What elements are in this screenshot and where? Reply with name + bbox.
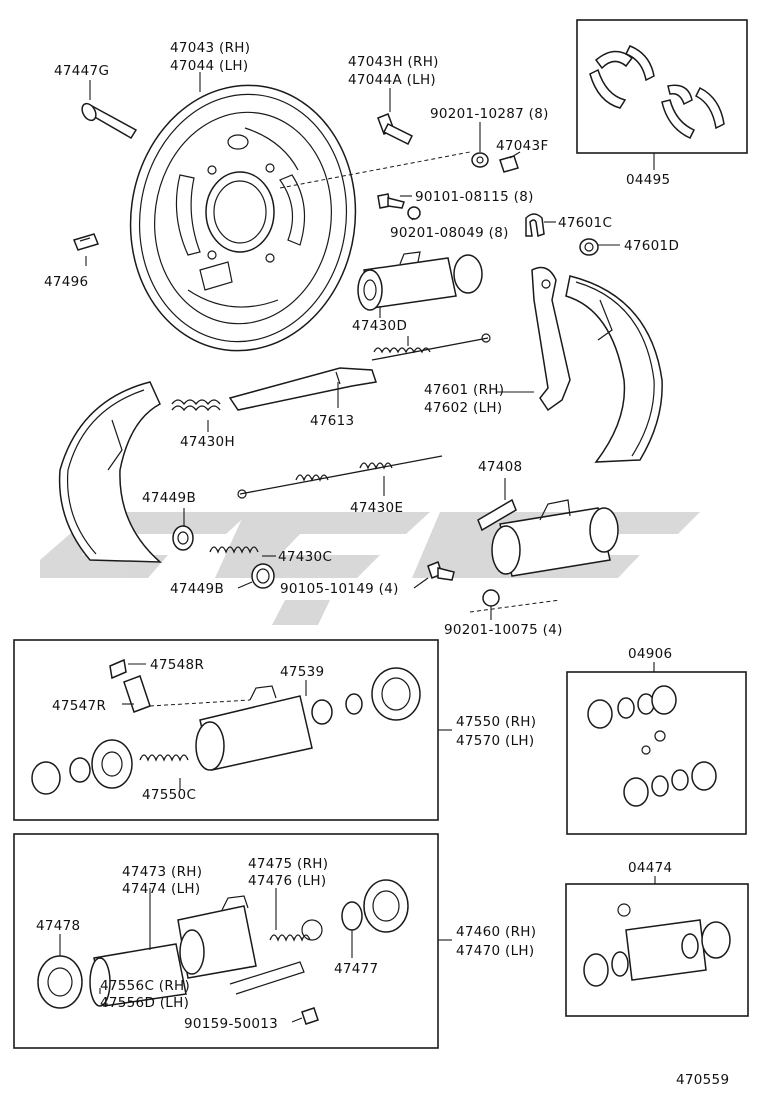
spring-upper [371,333,491,361]
label-47556C: 47556C (RH) [100,978,190,994]
adjuster-47613 [228,367,377,411]
label-47478: 47478 [36,918,80,934]
label-47602: 47602 (LH) [424,400,502,416]
label-47430C: 47430C [278,549,332,565]
label-47474: 47474 (LH) [122,881,200,897]
label-90159-50013: 90159-50013 [184,1016,278,1032]
label-47550: 47550 (RH) [456,714,536,730]
washer-90201-10287 [471,152,489,168]
spring-47430E [237,455,443,499]
bolt-90105-10149 [427,561,455,581]
label-90101-08115: 90101-08115 (8) [415,189,534,205]
washer-47601D [579,238,599,256]
label-47430D: 47430D [352,318,407,334]
label-90201-08049: 90201-08049 (8) [390,225,509,241]
label-47548R: 47548R [150,657,204,673]
label-47556D: 47556D (LH) [100,995,189,1011]
label-47044A: 47044A (LH) [348,72,436,88]
label-47477: 47477 [334,961,378,977]
label-47447G: 47447G [54,63,109,79]
clip-47601C [525,213,545,237]
spring-47430C [209,546,259,554]
label-90105-10149: 90105-10149 (4) [280,581,399,597]
bolt-90101-08115 [377,193,405,209]
brake-shoe-left [58,381,163,563]
box-47460 [13,833,439,1049]
kit-04906 [587,685,717,807]
label-47601C: 47601C [558,215,612,231]
label-90201-10075: 90201-10075 (4) [444,622,563,638]
label-47430H: 47430H [180,434,235,450]
diagram-code: 470559 [676,1072,729,1088]
label-47475: 47475 (RH) [248,856,328,872]
label-04474: 04474 [628,860,672,876]
bleeder-47408 [477,498,517,532]
label-47470: 47470 (LH) [456,943,534,959]
cup-47449B-lower [251,563,275,589]
brake-backing-plate [129,84,357,352]
bolt-47447G [81,102,138,140]
label-47449B-upper: 47449B [142,490,196,506]
label-47043H: 47043H (RH) [348,54,439,70]
shoe-set-04495 [589,45,725,139]
label-47449B-lower: 47449B [170,581,224,597]
cup-47449B-upper [172,525,194,551]
label-47601D: 47601D [624,238,679,254]
label-47043F: 47043F [496,138,549,154]
box-04474 [565,883,749,1017]
label-47601: 47601 (RH) [424,382,504,398]
label-47476: 47476 (LH) [248,873,326,889]
label-47044: 47044 (LH) [170,58,248,74]
label-47570: 47570 (LH) [456,733,534,749]
label-47547R: 47547R [52,698,106,714]
label-04495: 04495 [626,172,670,188]
label-47550C: 47550C [142,787,196,803]
label-47473: 47473 (RH) [122,864,202,880]
box-04906 [566,671,747,835]
nut-47043F [499,155,519,173]
cylinder-assembly-47460 [37,879,409,1025]
label-90201-10287: 90201-10287 (8) [430,106,549,122]
wheel-cylinder-upper [357,251,483,311]
brake-shoe-right [565,275,663,463]
brake-shoe-lever-47601 [531,266,571,412]
label-47613: 47613 [310,413,354,429]
washer-90201-10075 [482,589,500,607]
leader-lines [59,72,656,1023]
label-47430E: 47430E [350,500,403,516]
springs-47430H [171,399,221,412]
label-47539: 47539 [280,664,324,680]
wheel-cylinder-lower [491,499,619,577]
label-47043: 47043 (RH) [170,40,250,56]
label-47460: 47460 (RH) [456,924,536,940]
kit-04474 [583,903,731,987]
label-47496: 47496 [44,274,88,290]
label-47408: 47408 [478,459,522,475]
washer-90201-08049 [407,206,421,220]
clip-47496 [72,233,100,251]
bolt-47043H [377,113,414,146]
cylinder-assembly-47550 [31,658,421,795]
label-04906: 04906 [628,646,672,662]
box-04495 [576,19,748,154]
